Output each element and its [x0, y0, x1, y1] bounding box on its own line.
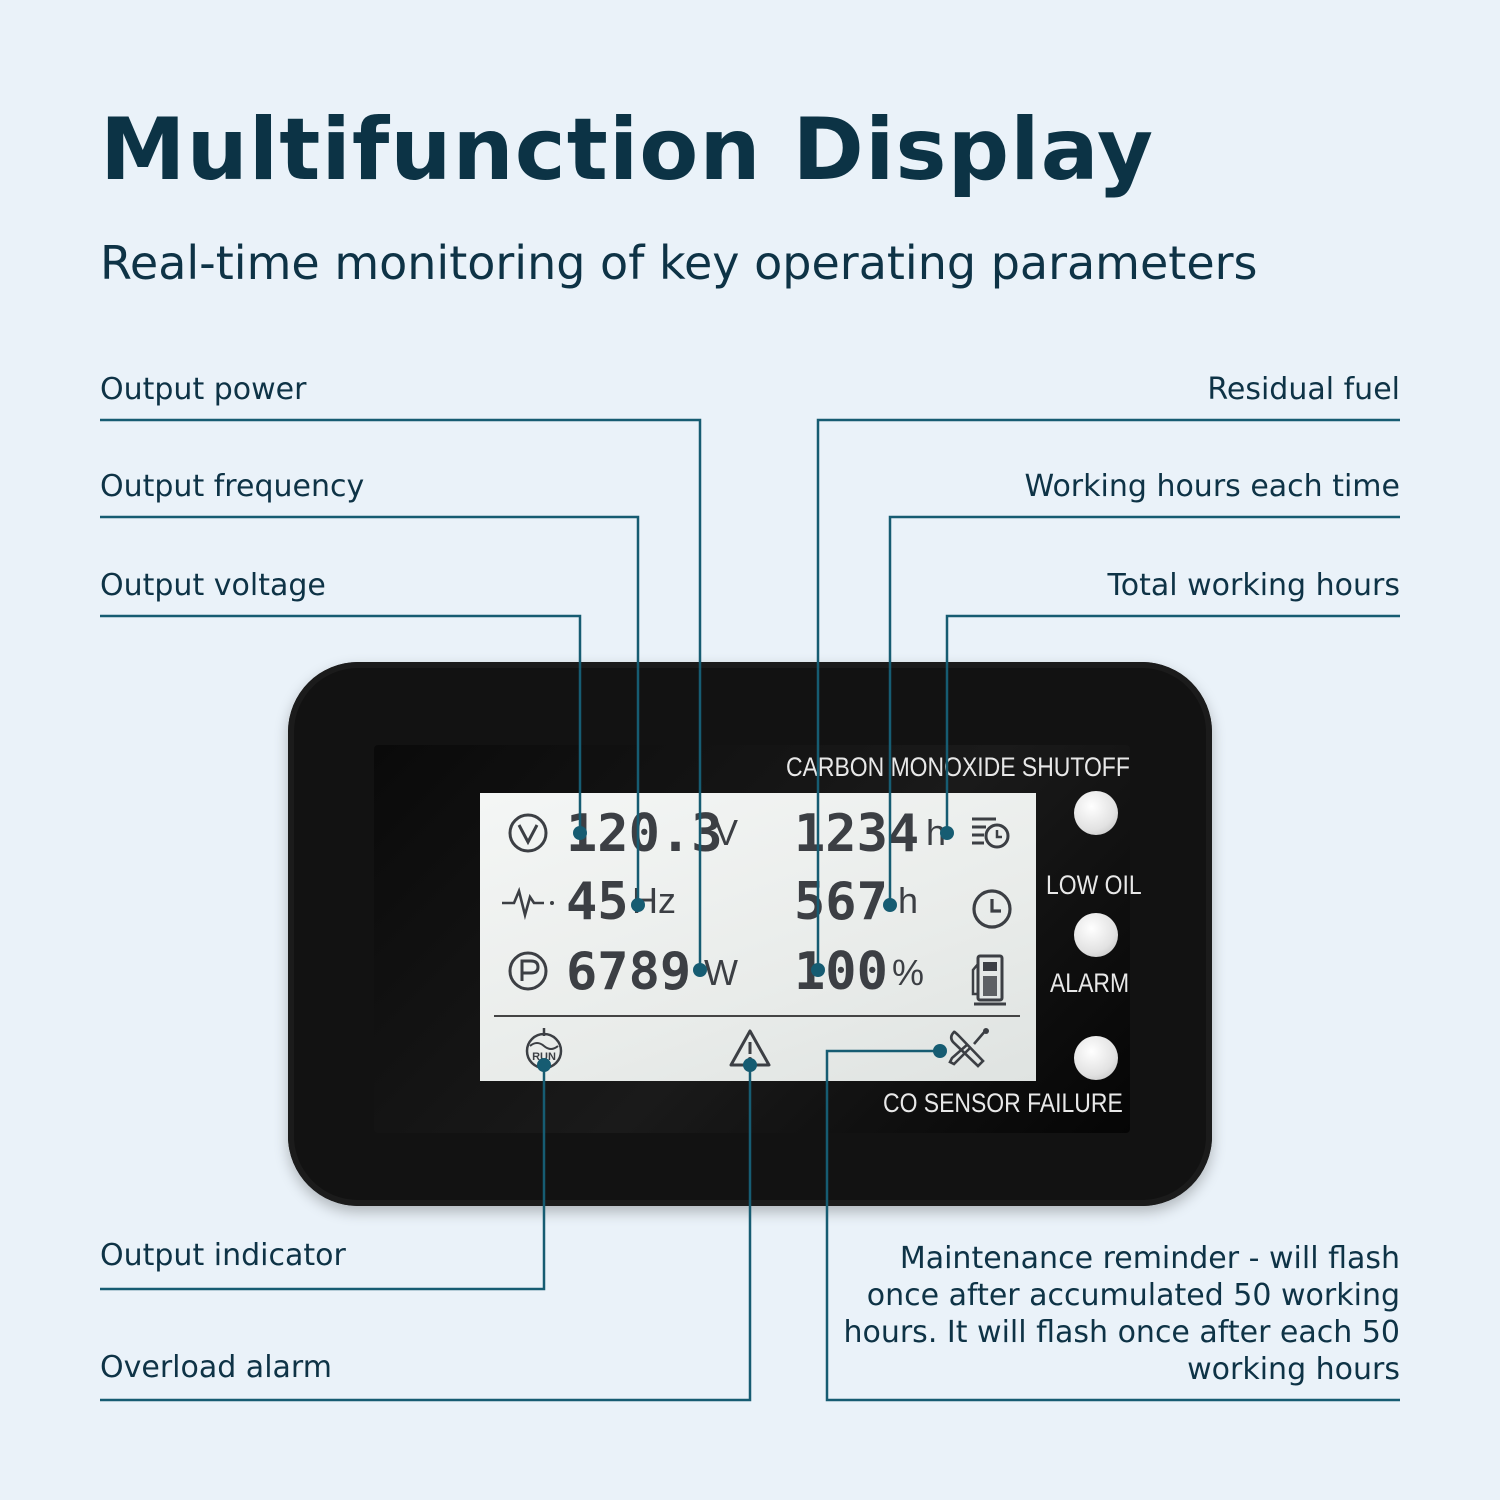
co-shutoff-label: CARBON MONOXIDE SHUTOFF: [786, 752, 1130, 782]
co-sensor-failure-indicator-light: [1074, 1036, 1118, 1080]
frequency-value: 45: [566, 872, 629, 932]
overload-alarm-dot: [743, 1058, 757, 1072]
residual-fuel-label: Residual fuel: [1207, 372, 1400, 407]
output-power-dot: [693, 963, 707, 977]
hours-each-value: 1234: [794, 804, 920, 864]
maintenance-reminder-dot: [933, 1044, 947, 1058]
working-hours-each-time-label: Working hours each time: [1024, 469, 1400, 504]
page-title: Multifunction Display: [100, 100, 1155, 200]
fuel-value: 100: [794, 942, 888, 1002]
output-power-label: Output power: [100, 372, 307, 407]
power-value: 6789: [566, 942, 692, 1002]
run-label: RUN: [532, 1051, 556, 1063]
total-working-hours-label: Total working hours: [1107, 568, 1400, 603]
output-voltage-leader: [100, 614, 582, 833]
overload-alarm-leader: [100, 1065, 752, 1402]
output-power-leader: [100, 418, 702, 970]
page-subtitle: Real-time monitoring of key operating pa…: [100, 236, 1258, 290]
total-working-hours-leader: [945, 614, 1400, 833]
power-icon: [508, 951, 548, 991]
output-voltage-label: Output voltage: [100, 568, 326, 603]
clock-icon: [972, 889, 1012, 929]
maintenance-reminder-label: Maintenance reminder - will flash once a…: [843, 1241, 1400, 1387]
hours-each-unit: h: [926, 812, 947, 853]
frequency-wave-icon: [502, 886, 554, 920]
fuel-pump-icon: [971, 954, 1006, 1006]
voltage-value: 120.3: [566, 804, 723, 864]
tools-icon: [948, 1028, 989, 1068]
low-oil-alarm-indicator-light: [1074, 913, 1118, 957]
output-frequency-label: Output frequency: [100, 469, 365, 504]
power-unit: W: [704, 952, 738, 993]
maintenance-reminder-leader: [825, 1049, 1400, 1402]
hours-total-unit: h: [898, 880, 919, 921]
fuel-unit: %: [892, 952, 925, 993]
output-frequency-leader: [100, 515, 640, 905]
total-working-hours-dot: [940, 826, 954, 840]
alarm-label: ALARM: [1050, 968, 1130, 998]
working-hours-each-dot: [883, 898, 897, 912]
output-voltage-dot: [573, 826, 587, 840]
overload-alarm-label: Overload alarm: [100, 1350, 332, 1385]
lcd-divider: [494, 1015, 1020, 1017]
lcd-screen: [480, 793, 1036, 1081]
output-indicator-dot: [537, 1058, 551, 1072]
output-indicator-leader: [100, 1065, 546, 1291]
co-shutoff-indicator-light: [1074, 791, 1118, 835]
voltage-icon: [508, 813, 548, 853]
working-hours-each-leader: [888, 515, 1400, 905]
hours-total-value: 567: [794, 872, 888, 932]
hours-each-icon: [972, 817, 1010, 849]
co-sensor-failure-label: CO SENSOR FAILURE: [883, 1088, 1123, 1118]
voltage-unit: V: [714, 812, 739, 853]
output-frequency-dot: [631, 898, 645, 912]
residual-fuel-dot: [811, 963, 825, 977]
residual-fuel-leader: [816, 418, 1400, 970]
low-oil-label: LOW OIL: [1046, 870, 1142, 900]
output-indicator-label: Output indicator: [100, 1238, 346, 1273]
